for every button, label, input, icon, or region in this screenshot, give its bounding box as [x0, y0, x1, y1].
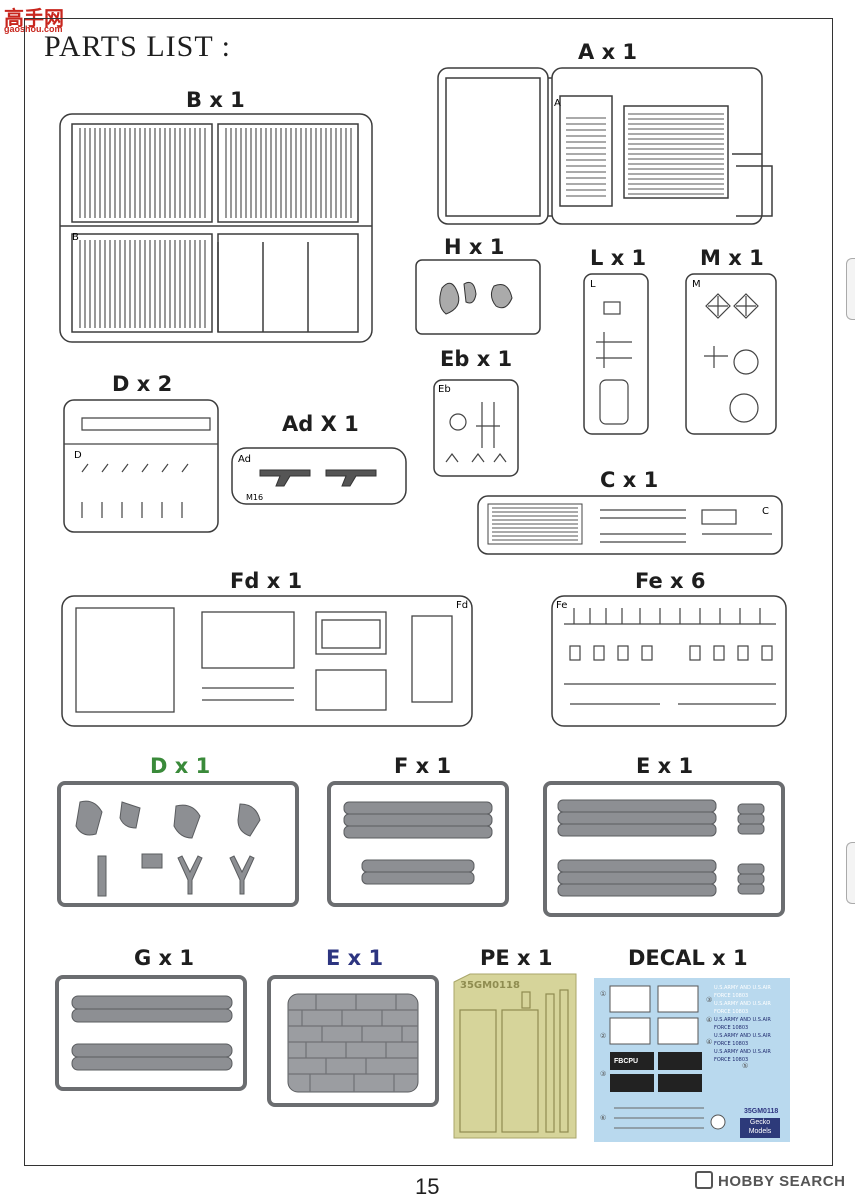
decal-panel-text: FBCPU: [614, 1058, 639, 1065]
sprue-fe-drawing: Fe: [551, 595, 787, 727]
decal-army-line: U.S.ARMY AND U.S.AIR FORCE 10803: [714, 1001, 771, 1015]
label-sprue-e: E x 1: [636, 754, 694, 778]
sprue-ad-tag: Ad: [238, 454, 251, 465]
sprue-g-drawing: [55, 975, 247, 1091]
label-sprue-h: H x 1: [444, 235, 505, 259]
sprue-f-drawing: [327, 781, 509, 907]
page-number: 15: [415, 1174, 440, 1199]
svg-text:④: ④: [706, 1038, 712, 1046]
page-edge-tab: [846, 842, 855, 904]
hobby-search-text: HOBBY SEARCH: [718, 1173, 846, 1190]
hobby-search-watermark: HOBBY SEARCH: [695, 1171, 845, 1190]
site-logo-url: gaoshou.com: [4, 24, 63, 34]
page-title: PARTS LIST :: [44, 30, 231, 63]
pe-fret-code: 35GM0118: [460, 980, 520, 991]
decal-brand-logo: Gecko Models: [740, 1118, 780, 1138]
sprue-l-tag: L: [590, 279, 596, 290]
hobby-search-icon: [695, 1171, 713, 1189]
label-sprue-b: B x 1: [186, 88, 245, 112]
decal-sheet: ① ② ③ ⑥ ③ ④ ④ ⑤ U.S.ARMY AND U.S.AIR FORCE 108…: [594, 978, 790, 1142]
svg-text:③: ③: [600, 1070, 606, 1078]
decal-army-line: U.S.ARMY AND U.S.AIR FORCE 10803: [714, 1017, 771, 1031]
label-sprue-fe: Fe x 6: [635, 569, 706, 593]
sprue-ad-m16-text: M16: [246, 493, 263, 502]
sprue-c-tag: C: [762, 506, 769, 517]
label-sprue-ad: Ad X 1: [282, 412, 359, 436]
sprue-d-drawing: D: [63, 399, 219, 533]
label-pe-fret: PE x 1: [480, 946, 553, 970]
label-sprue-e-grey: E x 1: [326, 946, 384, 970]
sprue-fd-drawing: Fd: [61, 595, 473, 727]
label-sprue-eb: Eb x 1: [440, 347, 513, 371]
sprue-ad-drawing: Ad M16: [231, 447, 407, 505]
svg-text:⑤: ⑤: [742, 1062, 748, 1070]
svg-text:①: ①: [600, 990, 606, 998]
svg-text:⑥: ⑥: [600, 1114, 606, 1122]
label-sprue-fd: Fd x 1: [230, 569, 303, 593]
page-frame: [24, 18, 833, 1166]
sprue-d-tag: D: [74, 450, 82, 461]
sprue-a-tag: A: [554, 98, 561, 109]
svg-text:④: ④: [706, 1016, 712, 1024]
label-decal-sheet: DECAL x 1: [628, 946, 748, 970]
label-sprue-d: D x 2: [112, 372, 173, 396]
sprue-eb-tag: Eb: [438, 384, 451, 395]
sprue-e-grey-drawing: [267, 975, 439, 1107]
decal-brand-line2: Models: [748, 1128, 772, 1135]
decal-army-line: U.S.ARMY AND U.S.AIR FORCE 10803: [714, 1033, 771, 1047]
decal-army-line: U.S.ARMY AND U.S.AIR FORCE 10803: [714, 1049, 771, 1063]
label-sprue-g: G x 1: [134, 946, 195, 970]
label-sprue-f: F x 1: [394, 754, 452, 778]
label-sprue-d-grey: D x 1: [150, 754, 211, 778]
sprue-a-drawing: A: [437, 67, 773, 225]
label-sprue-c: C x 1: [600, 468, 659, 492]
pe-fret-drawing: 35GM0118: [453, 973, 577, 1139]
sprue-m-drawing: M: [685, 273, 777, 435]
sprue-d-grey-drawing: [57, 781, 299, 907]
sprue-eb-drawing: Eb: [433, 379, 519, 477]
sprue-c-drawing: C: [477, 495, 783, 555]
decal-army-line: U.S.ARMY AND U.S.AIR FORCE 10803: [714, 985, 771, 999]
svg-text:②: ②: [600, 1032, 606, 1040]
decal-brand-line1: Gecko: [749, 1119, 771, 1126]
sprue-e-drawing: [543, 781, 785, 917]
sprue-fd-tag: Fd: [456, 600, 468, 611]
svg-text:③: ③: [706, 996, 712, 1004]
sprue-l-drawing: L: [583, 273, 649, 435]
page-edge-tab: [846, 258, 855, 320]
label-sprue-m: M x 1: [700, 246, 764, 270]
sprue-h-drawing: [415, 259, 541, 335]
decal-code: 35GM0118: [744, 1108, 779, 1115]
sprue-m-tag: M: [692, 279, 701, 290]
label-sprue-l: L x 1: [590, 246, 647, 270]
decal-army-lines: U.S.ARMY AND U.S.AIR FORCE 10803 U.S.ARM…: [714, 984, 788, 1064]
label-sprue-a: A x 1: [578, 40, 638, 64]
sprue-fe-tag: Fe: [556, 600, 567, 611]
sprue-b-tag: B: [72, 232, 79, 243]
sprue-b-drawing: B: [59, 113, 373, 343]
